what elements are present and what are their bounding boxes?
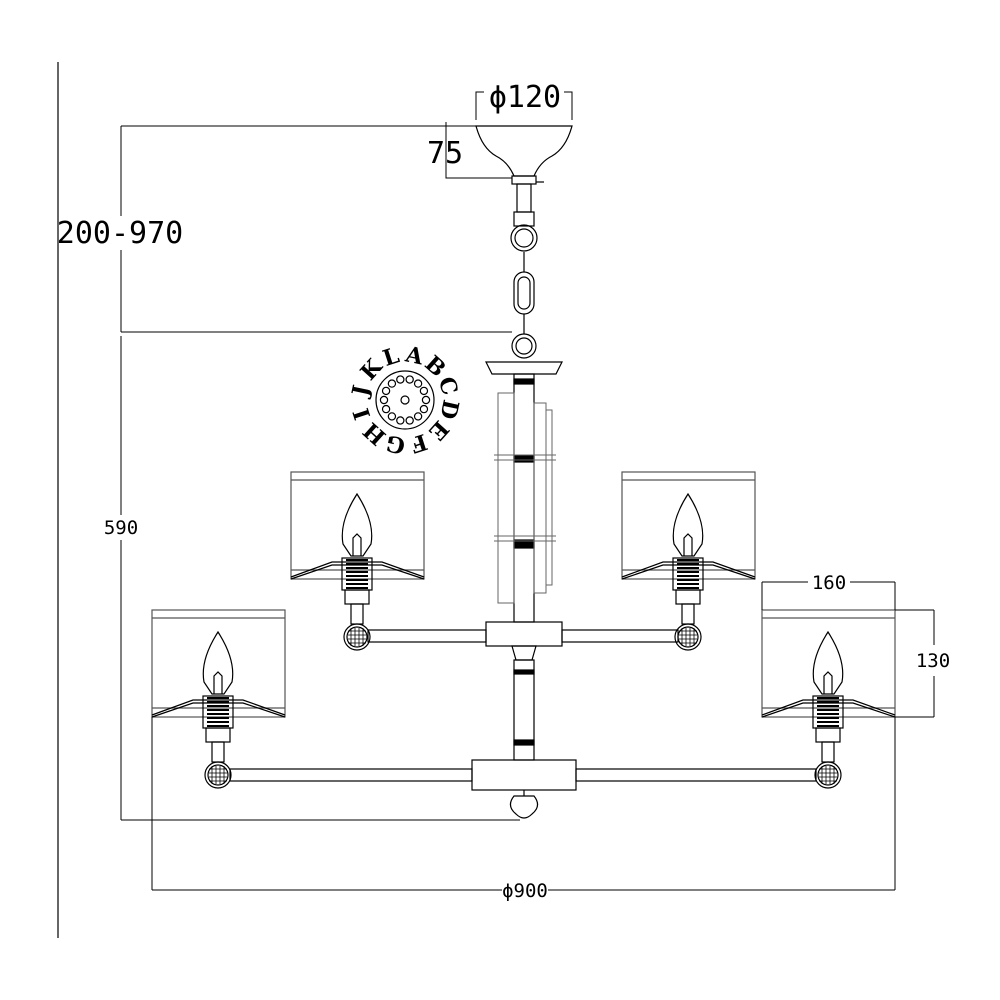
candle-bulb <box>812 630 844 695</box>
dimension-lines <box>120 91 935 891</box>
canopy-height-label: 75 <box>427 136 463 171</box>
arm-knob <box>204 761 232 789</box>
hole-icon <box>396 375 405 384</box>
hole-icon <box>387 379 397 388</box>
bulb-socket <box>621 557 756 625</box>
lampshade <box>761 609 896 718</box>
hole-icon <box>381 404 391 414</box>
hole-icon <box>405 375 414 384</box>
chain <box>510 183 538 359</box>
shade-height-label: 130 <box>916 650 950 672</box>
lampshade <box>151 609 286 718</box>
canopy-diameter-label: ϕ120 <box>489 80 561 115</box>
finish-letter: A <box>402 341 426 370</box>
hole-icon <box>421 395 431 405</box>
hole-icon <box>413 412 423 421</box>
hole-icon <box>405 416 414 425</box>
arm-knob <box>674 623 702 651</box>
lamp-arm-2 <box>290 471 425 651</box>
finish-letter: G <box>384 429 408 458</box>
lampshade <box>621 471 756 580</box>
finish-letter: I <box>348 405 376 423</box>
finish-letter: E <box>423 415 454 445</box>
candle-bulb <box>202 630 234 695</box>
lamp-arm-3 <box>621 471 756 651</box>
arm-knob <box>343 623 371 651</box>
candle-bulb <box>672 492 704 557</box>
hole-icon <box>419 404 429 414</box>
lampshade <box>290 471 425 580</box>
arms <box>229 629 817 782</box>
bulb-socket <box>761 695 896 763</box>
finish-letter: J <box>347 383 375 401</box>
bulb-socket <box>151 695 286 763</box>
hole-icon <box>387 412 397 421</box>
bulb-socket <box>290 557 425 625</box>
lamp-arm-4 <box>761 609 896 789</box>
hole-icon <box>379 395 389 405</box>
body-height-label: 590 <box>104 517 138 539</box>
chain-length-label: 200-970 <box>57 216 183 251</box>
lamp-arm-1 <box>151 609 286 789</box>
hole-icon <box>381 386 391 396</box>
shade-width-label: 160 <box>812 572 846 594</box>
finish-letter: L <box>380 342 403 372</box>
hole-icon <box>396 416 405 425</box>
central-stem <box>471 361 577 819</box>
candle-bulb <box>341 492 373 557</box>
finish-letter: F <box>407 428 430 458</box>
hole-icon <box>413 379 423 388</box>
hole-icon <box>419 386 429 396</box>
ceiling-canopy <box>475 125 573 185</box>
overall-diameter-label: ϕ900 <box>502 880 548 902</box>
arm-knob <box>814 761 842 789</box>
